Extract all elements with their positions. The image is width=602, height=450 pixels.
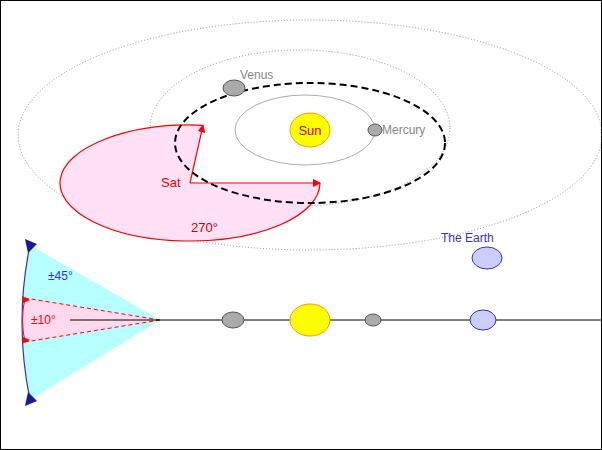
earth-planet [472, 247, 502, 269]
angle-label: 270° [191, 221, 218, 235]
mercury-orbit [235, 95, 375, 165]
wedge-edge [190, 182, 320, 183]
sun-node: Sun [289, 112, 331, 148]
mercury-planet [368, 124, 382, 136]
wedge-arc [60, 125, 320, 241]
arc-10 [23, 298, 26, 342]
mercury-side [365, 314, 381, 326]
venus-planet [223, 80, 245, 96]
planet-name: Venus [240, 68, 273, 82]
venus-side [222, 312, 244, 328]
ecliptic-line [70, 320, 602, 321]
arrowhead [22, 337, 30, 344]
arrowhead [22, 296, 30, 303]
planet-name: The Earth [441, 231, 494, 245]
node-text: Sun [298, 123, 321, 138]
angle-label: ±10° [31, 313, 56, 327]
angle-label: ±45° [48, 269, 73, 283]
planet-name: Mercury [382, 123, 425, 137]
wedge-fill [60, 125, 320, 241]
satellite-name: Sat [161, 176, 181, 190]
arrowhead [25, 392, 37, 406]
earth-side [470, 310, 496, 330]
sun-side [290, 304, 330, 336]
satellite-orbit [175, 83, 445, 203]
earth-orbit [18, 20, 602, 250]
cone-45 [22, 245, 160, 400]
arrowhead [25, 239, 37, 253]
